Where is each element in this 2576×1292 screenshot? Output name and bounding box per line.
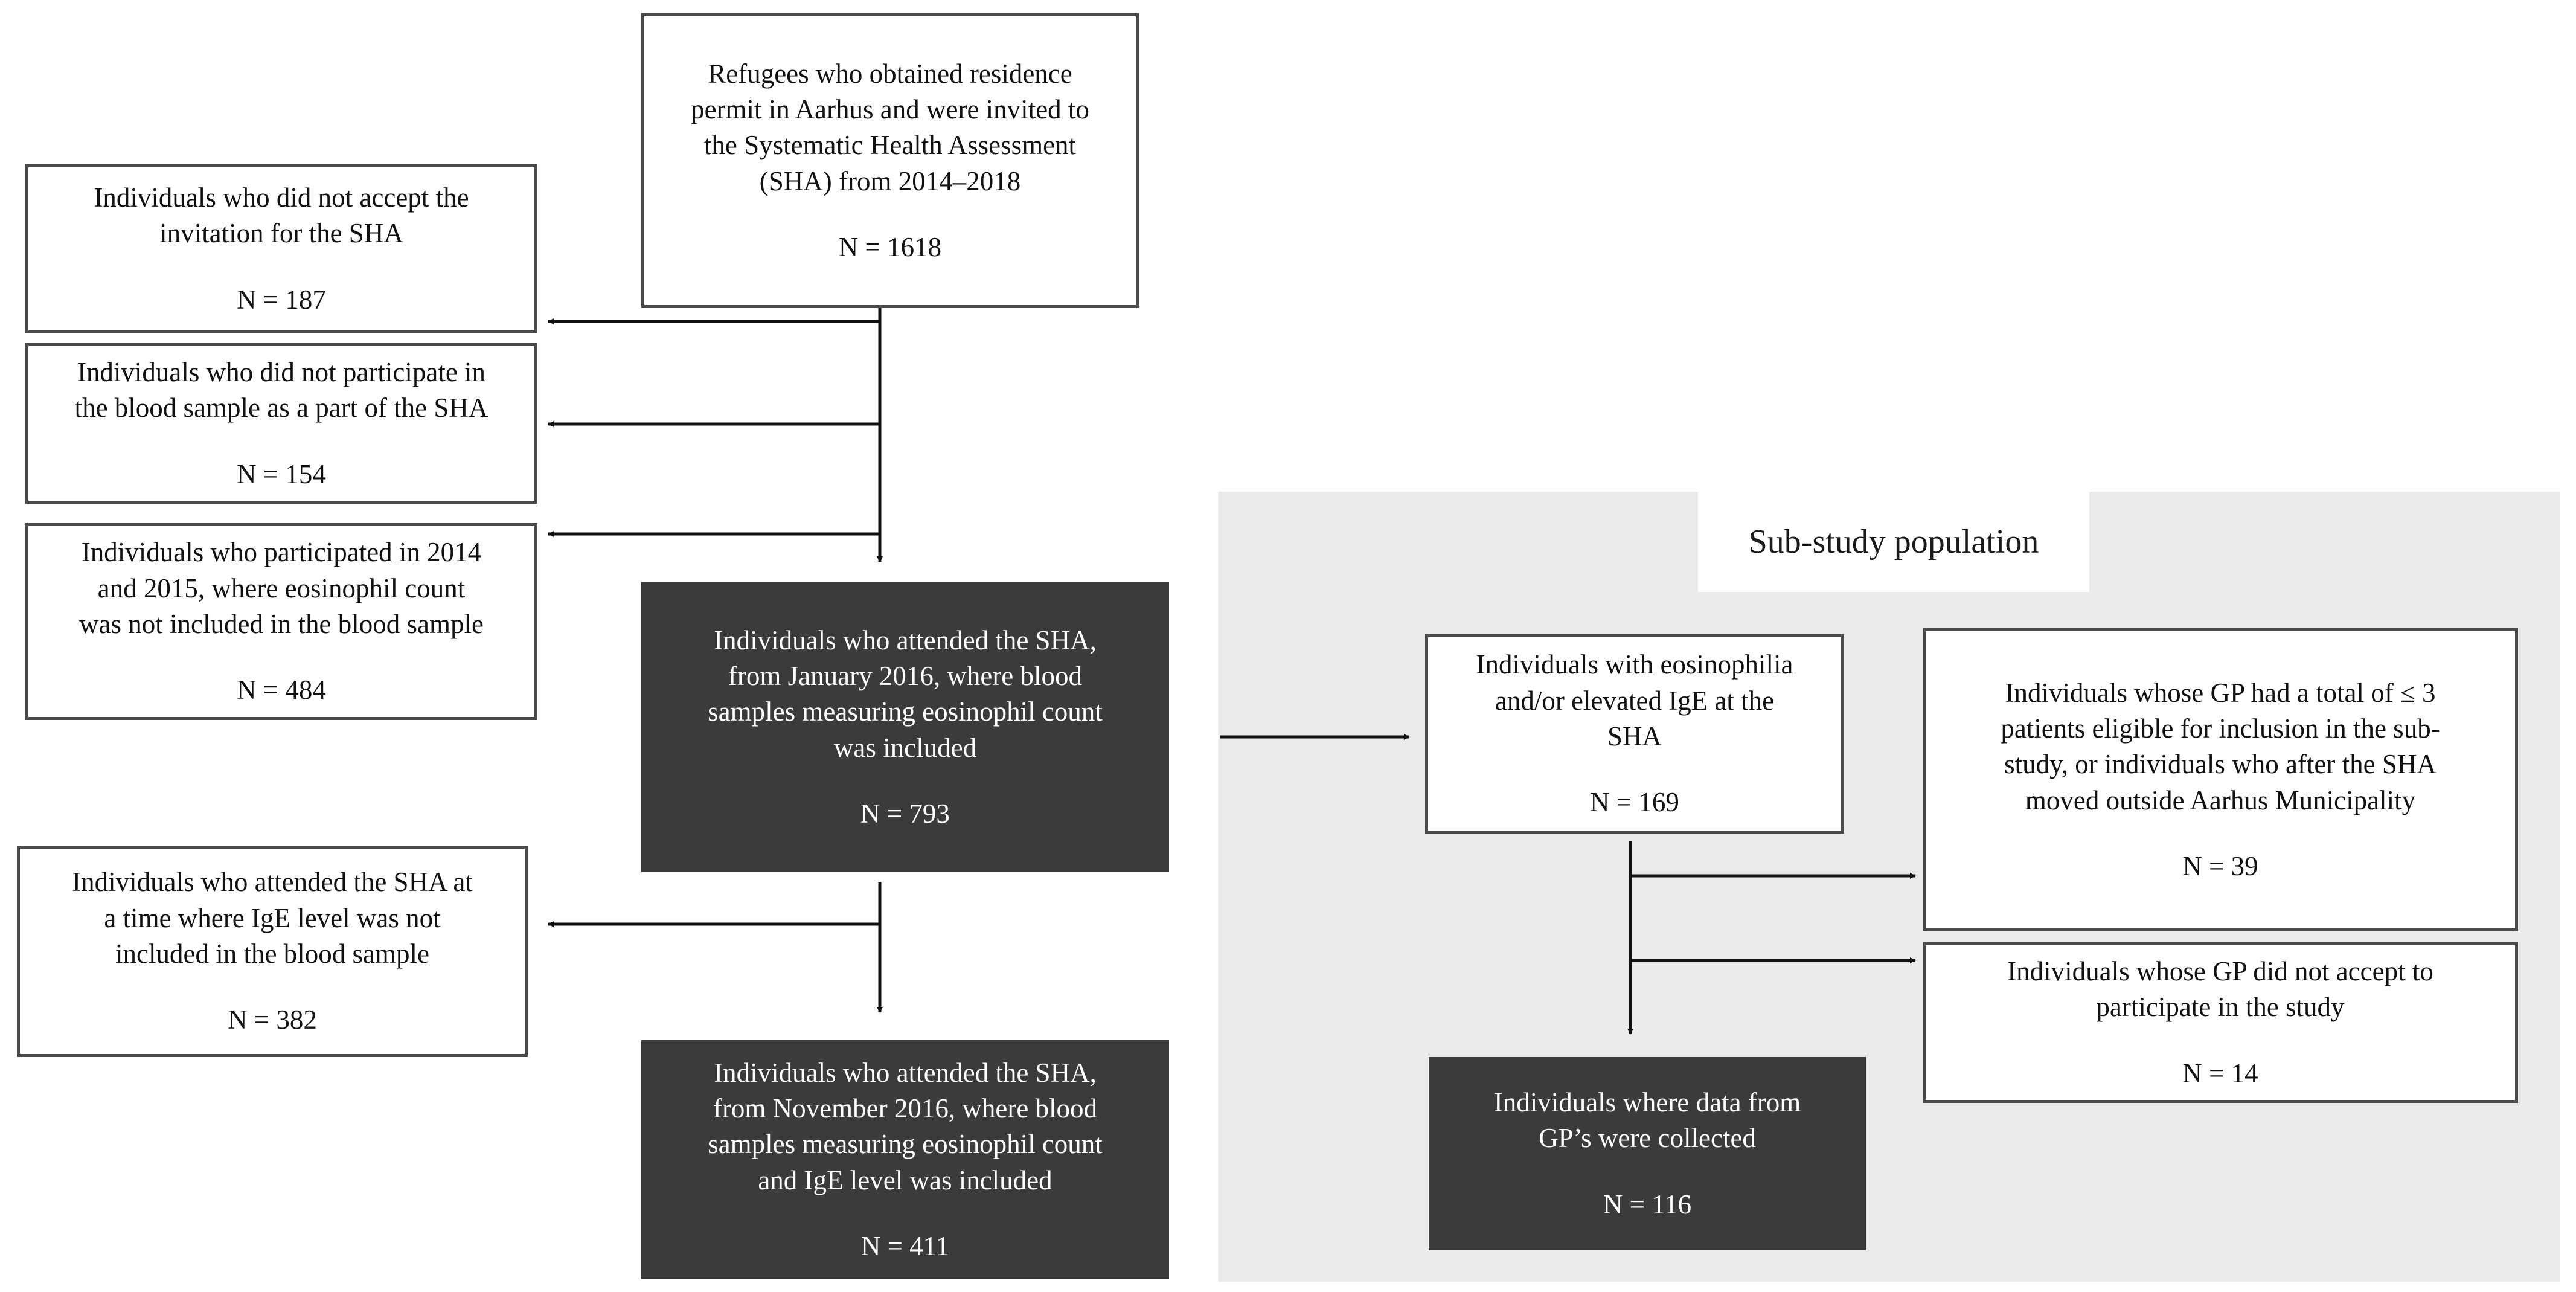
box-eosinophilia-elevated-ige: Individuals with eosinophilia and/or ele… (1425, 634, 1844, 834)
box-refugees-invited: Refugees who obtained residence permit i… (641, 13, 1139, 308)
box-gp-few-patients: Individuals whose GP had a total of ≤ 3 … (1923, 628, 2518, 931)
box-no-blood-sample: Individuals who did not participate in t… (25, 343, 537, 504)
box-gp-declined: Individuals whose GP did not accept to p… (1923, 942, 2518, 1103)
sub-study-title: Sub-study population (1698, 492, 2089, 592)
box-attended-january-2016: Individuals who attended the SHA, from J… (641, 582, 1169, 872)
box-no-ige: Individuals who attended the SHA at a ti… (17, 846, 528, 1057)
box-no-eosinophil: Individuals who participated in 2014 and… (25, 523, 537, 720)
box-gp-data-collected: Individuals where data from GP’s were co… (1429, 1057, 1866, 1250)
box-attended-november-2016: Individuals who attended the SHA, from N… (641, 1040, 1169, 1279)
box-not-accept: Individuals who did not accept the invit… (25, 164, 537, 333)
